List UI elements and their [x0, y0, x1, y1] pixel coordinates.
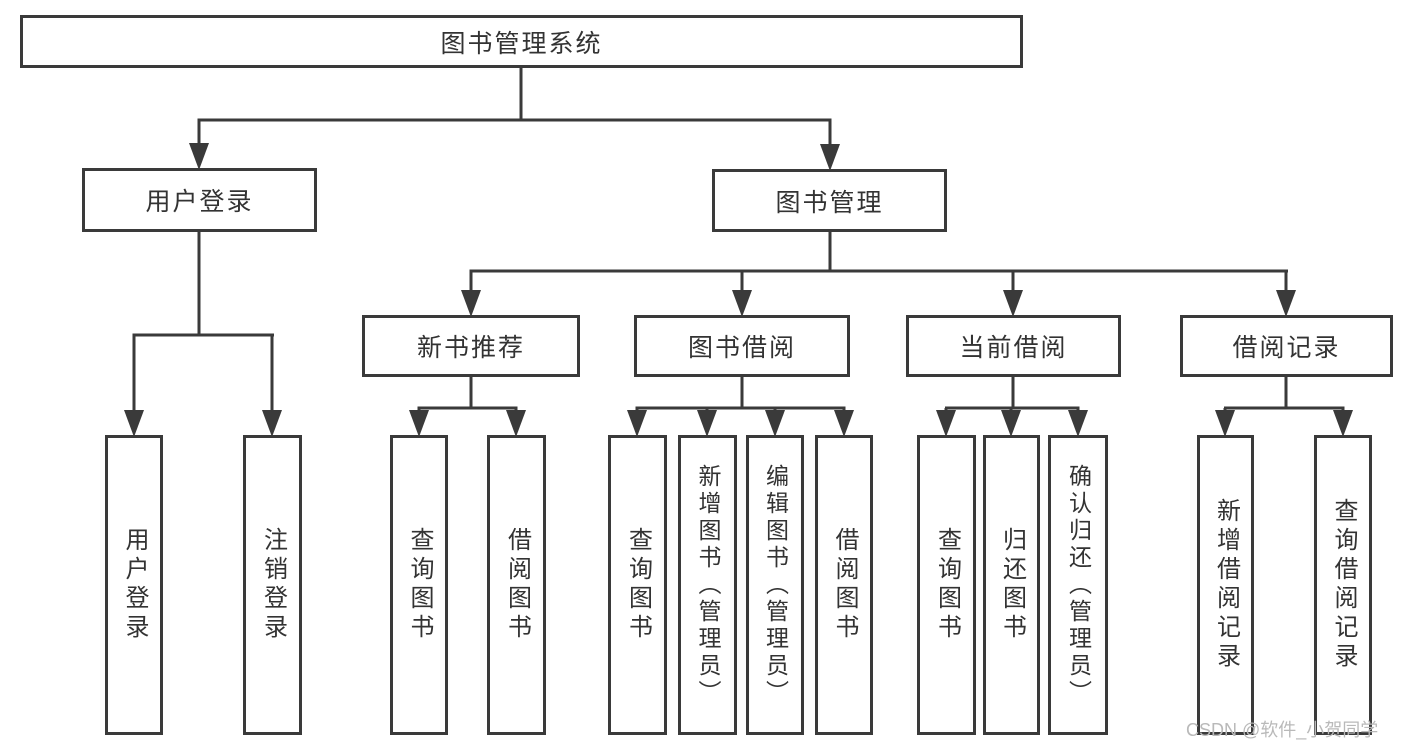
node-library-management-system: 图书管理系统 — [20, 15, 1023, 68]
leaf-return-books: 归还图书 — [983, 435, 1040, 735]
leaf-add-books-admin: 新增图书（管理员） — [678, 435, 737, 735]
leaf-query-borrow-record: 查询借阅记录 — [1314, 435, 1372, 735]
node-borrow-records: 借阅记录 — [1180, 315, 1393, 377]
leaf-query-books-recommend: 查询图书 — [390, 435, 448, 735]
leaf-edit-books-admin: 编辑图书（管理员） — [746, 435, 804, 735]
leaf-logout: 注销登录 — [243, 435, 302, 735]
node-user-login: 用户登录 — [82, 168, 317, 232]
node-book-management: 图书管理 — [712, 169, 947, 232]
leaf-borrow-books-recommend: 借阅图书 — [487, 435, 546, 735]
leaf-borrow-books: 借阅图书 — [815, 435, 873, 735]
leaf-query-books-borrow: 查询图书 — [608, 435, 667, 735]
leaf-query-books-current: 查询图书 — [917, 435, 976, 735]
leaf-add-borrow-record: 新增借阅记录 — [1197, 435, 1254, 735]
connector-bookmgmt-to-level3 — [469, 232, 1288, 299]
connector-borrowrecords-to-leaves — [1223, 377, 1345, 419]
node-current-borrow: 当前借阅 — [906, 315, 1121, 377]
connector-bookborrow-to-leaves — [635, 377, 846, 419]
leaf-user-login: 用户登录 — [105, 435, 163, 735]
csdn-watermark: CSDN @软件_小贺同学 — [1186, 720, 1379, 740]
node-new-book-recommend: 新书推荐 — [362, 315, 580, 377]
connector-newbooks-to-leaves — [417, 377, 518, 419]
connector-root-to-level2 — [197, 68, 832, 153]
arrowheads — [124, 143, 1353, 437]
node-book-borrow: 图书借阅 — [634, 315, 850, 377]
leaf-confirm-return-admin: 确认归还（管理员） — [1048, 435, 1108, 735]
connector-userlogin-to-leaves — [132, 232, 274, 419]
